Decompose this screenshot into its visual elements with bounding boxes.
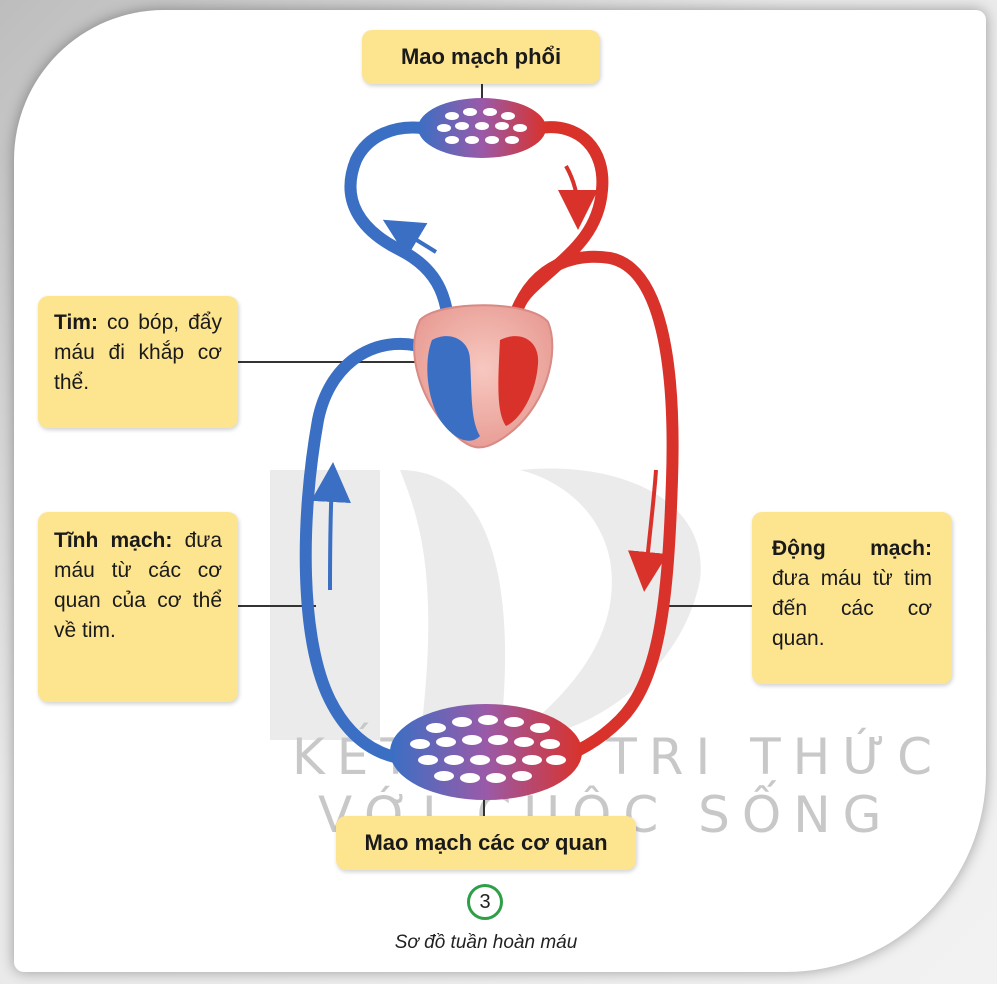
- heart-title: Tim:: [54, 311, 98, 334]
- pulmonary-capillary-bed: [418, 98, 546, 158]
- flow-arrow-vein-up: [330, 482, 332, 590]
- artery-description: đưa máu từ tim đến các cơ quan.: [772, 567, 932, 650]
- figure-number-badge: 3: [467, 884, 503, 920]
- heart: [414, 305, 552, 447]
- figure-caption: Sơ đồ tuần hoàn máu: [300, 932, 672, 954]
- systemic-vein: [306, 344, 432, 760]
- heart-left-side: [498, 336, 538, 426]
- label-pulmonary-capillaries: Mao mạch phổi: [362, 30, 600, 84]
- vein-title: Tĩnh mạch:: [54, 529, 172, 552]
- label-organ-capillaries: Mao mạch các cơ quan: [336, 816, 636, 870]
- artery-title: Động mạch:: [772, 537, 932, 560]
- label-vein: Tĩnh mạch: đưa máu từ các cơ quan của cơ…: [38, 512, 238, 702]
- flow-arrow-from-lungs: [566, 166, 578, 210]
- label-heart: Tim: co bóp, đẩy máu đi khắp cơ thể.: [38, 296, 238, 428]
- label-artery: Động mạch: đưa máu từ tim đến các cơ qua…: [752, 512, 952, 684]
- flow-arrow-artery-down: [646, 470, 656, 572]
- organ-capillary-bed: [390, 704, 582, 800]
